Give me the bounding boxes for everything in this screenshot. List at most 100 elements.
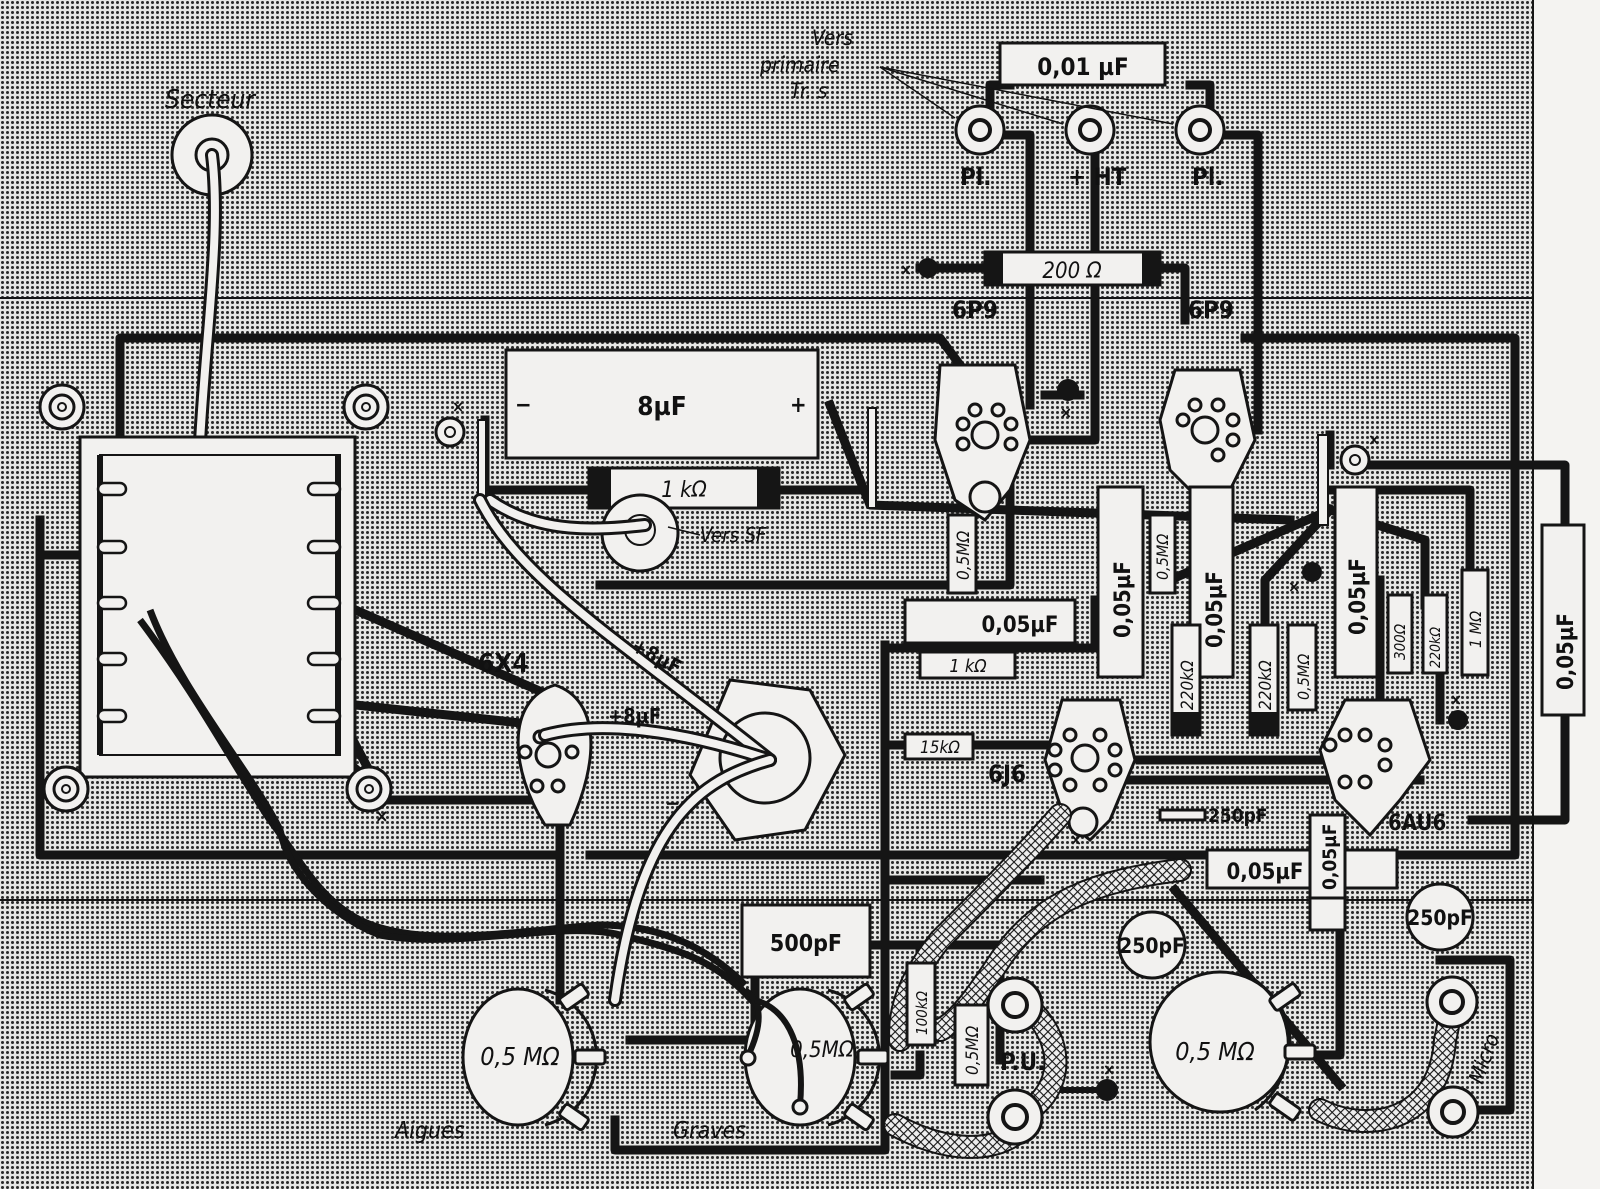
svg-text:250pF: 250pF	[1407, 906, 1473, 930]
resistor-cathode-pre: 300Ω	[1386, 593, 1414, 675]
svg-text:+ HT: + HT	[1068, 163, 1127, 191]
svg-text:6J6: 6J6	[988, 760, 1026, 788]
terminal-plus-ht[interactable]	[1064, 104, 1116, 156]
capacitor-250pf-b: 250pF	[1117, 910, 1187, 980]
power-transformer	[78, 435, 357, 779]
capacitor-pre-vertical: 0,05µF	[1308, 813, 1347, 932]
svg-text:200 Ω: 200 Ω	[1042, 259, 1101, 284]
potentiometer-volume[interactable]: 0,5 MΩ	[1148, 970, 1317, 1122]
svg-text:0,05µF: 0,05µF	[1227, 860, 1304, 885]
svg-text:−: −	[515, 393, 532, 418]
capacitor-tone: 0,05µF	[1205, 848, 1399, 890]
capacitor-coupling-c: 0,05µF	[903, 598, 1077, 645]
svg-text:6AU6: 6AU6	[1388, 811, 1446, 836]
capacitor-coupling-e: 0,05µF	[1333, 485, 1379, 679]
pickup-jack-bottom[interactable]	[986, 1088, 1044, 1146]
potentiometer-bass[interactable]: 0,5MΩ Graves	[673, 982, 890, 1144]
resistor-grid-pre: 0,5MΩ	[1286, 623, 1318, 712]
svg-text:0,05µF: 0,05µF	[1346, 558, 1371, 635]
ground-lug-pre: ×	[1288, 562, 1322, 596]
tube-6p9-right: 6P9	[1158, 296, 1257, 507]
tube-6au6-preamp: 6AU6 ×	[1318, 690, 1468, 838]
pickup-jack-top[interactable]	[986, 976, 1044, 1034]
svg-text:0,5MΩ: 0,5MΩ	[1153, 534, 1172, 580]
svg-text:0,5 MΩ: 0,5 MΩ	[1175, 1037, 1255, 1066]
terminal-plate-right[interactable]	[1174, 104, 1226, 156]
svg-text:×: ×	[452, 397, 464, 416]
svg-text:220kΩ: 220kΩ	[1178, 660, 1198, 710]
tube-6p9-left: 6P9	[933, 296, 1032, 522]
svg-text:P.U.: P.U.	[1000, 1048, 1045, 1076]
svg-text:300Ω: 300Ω	[1391, 623, 1409, 660]
resistor-load-a: 220kΩ	[1170, 623, 1202, 737]
svg-text:8µF: 8µF	[637, 392, 686, 422]
mounting-eyelets: ×	[38, 383, 393, 827]
svg-text:Pl.: Pl.	[960, 163, 991, 191]
svg-text:×: ×	[1288, 577, 1300, 596]
svg-text:Vers SF: Vers SF	[700, 523, 767, 547]
ground-lug-6p9: ×	[1057, 379, 1079, 422]
resistor-screen: 1 MΩ	[1460, 568, 1490, 677]
resistor-grid-left: 0,5MΩ	[946, 513, 978, 595]
micro-jack-bottom[interactable]	[1426, 1085, 1480, 1139]
svg-text:0,5MΩ: 0,5MΩ	[954, 530, 974, 580]
svg-text:Tr. s: Tr. s	[790, 79, 828, 103]
svg-text:0,5 MΩ: 0,5 MΩ	[480, 1042, 560, 1071]
to-primary-annotation: Vers primaire Tr. s	[759, 26, 1174, 125]
svg-text:0,5MΩ: 0,5MΩ	[790, 1038, 854, 1063]
svg-text:220kΩ: 220kΩ	[1428, 627, 1444, 668]
treble-label: Aiguës	[393, 1118, 465, 1144]
svg-text:100kΩ: 100kΩ	[913, 990, 931, 1035]
micro-jack-top[interactable]	[1425, 975, 1479, 1029]
svg-text:0,05µF: 0,05µF	[1319, 824, 1341, 890]
svg-text:−: −	[665, 791, 680, 815]
svg-text:0,05µF: 0,05µF	[1111, 561, 1136, 638]
capacitor-coupling-a: 0,05µF	[1096, 485, 1145, 679]
svg-text:6P9: 6P9	[1188, 296, 1234, 324]
svg-text:Pl.: Pl.	[1192, 163, 1223, 191]
grommet-to-sf: Vers SF	[483, 493, 767, 573]
svg-text:×: ×	[1368, 430, 1380, 449]
capacitor-tone-500pf: 500pF	[740, 903, 872, 979]
capacitor-250pf-a: 250pF	[1158, 805, 1268, 827]
ground-mark: ×	[375, 806, 389, 827]
capacitor-bypass-right: 0,05µF	[1540, 523, 1586, 717]
svg-text:0,01 µF: 0,01 µF	[1037, 53, 1128, 81]
svg-text:×: ×	[900, 260, 912, 279]
svg-text:×: ×	[1103, 1060, 1115, 1079]
svg-text:0,05µF: 0,05µF	[1203, 571, 1228, 648]
svg-text:0,5MΩ: 0,5MΩ	[963, 1025, 983, 1075]
svg-text:×: ×	[1450, 690, 1462, 709]
svg-text:×: ×	[1060, 403, 1072, 422]
svg-text:250pF: 250pF	[1208, 805, 1268, 827]
terminal-plate-left[interactable]	[954, 104, 1006, 156]
resistor-load-b: 220kΩ	[1248, 623, 1280, 737]
svg-text:0,05µF: 0,05µF	[1554, 613, 1579, 690]
svg-text:primaire: primaire	[759, 53, 840, 77]
svg-text:6P9: 6P9	[952, 296, 998, 324]
terminal-strip-right: ×	[1317, 430, 1380, 526]
svg-text:0,05µF: 0,05µF	[982, 613, 1059, 638]
bass-label: Graves	[673, 1118, 746, 1144]
resistor-grid-right: 0,5MΩ	[1148, 513, 1177, 595]
resistor-filter-1k: 1 kΩ	[587, 466, 781, 510]
pickup-input: P.U. ×	[986, 976, 1118, 1146]
mains-label: Secteur	[165, 85, 257, 115]
resistor-pickup: 0,5MΩ	[953, 1003, 990, 1087]
capacitor-filter-8uf: × − + 8µF	[434, 348, 877, 509]
svg-text:Vers: Vers	[812, 26, 853, 50]
svg-text:15kΩ: 15kΩ	[920, 738, 960, 758]
resistor-tone-100k: 100kΩ	[905, 961, 937, 1047]
resistor-plate-pre: 220kΩ	[1421, 593, 1449, 675]
output-terminals: Pl. + HT Pl. Vers primaire Tr. s	[759, 26, 1226, 191]
capacitor-250pf-c: 250pF	[1405, 882, 1475, 952]
svg-text:+8µF: +8µF	[608, 704, 661, 728]
svg-text:6X4: 6X4	[478, 649, 529, 679]
resistor-driver-1k: 1 kΩ	[918, 650, 1017, 680]
svg-text:1 MΩ: 1 MΩ	[1466, 611, 1485, 648]
potentiometer-treble[interactable]: 0,5 MΩ Aiguës	[393, 982, 607, 1144]
svg-text:×: ×	[1070, 830, 1082, 849]
tube-6j6-driver: 6J6 ×	[988, 698, 1137, 849]
svg-text:220kΩ: 220kΩ	[1256, 660, 1276, 710]
